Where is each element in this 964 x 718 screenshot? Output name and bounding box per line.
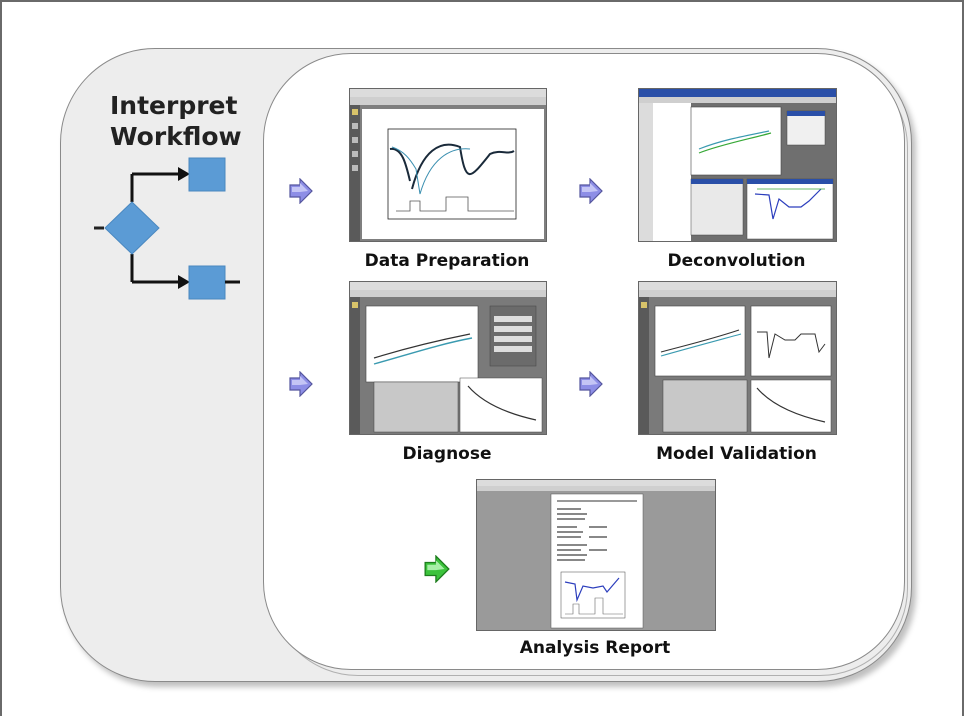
step-label-diagnose: Diagnose (402, 444, 492, 464)
workflow-title-line1: Interpret (110, 91, 238, 120)
right-arrow-icon (579, 371, 603, 397)
workflow-title-line2: Workflow (110, 122, 242, 151)
step-label-analysis-report: Analysis Report (519, 638, 671, 658)
flowchart-diagram-icon (94, 157, 240, 300)
right-arrow-icon (289, 371, 313, 397)
right-arrow-icon (579, 178, 603, 204)
step-label-deconvolution: Deconvolution (667, 251, 806, 271)
data-preparation-screenshot (349, 88, 547, 242)
analysis-report-screenshot (476, 479, 716, 631)
step-label-model-validation: Model Validation (656, 444, 817, 464)
right-arrow-icon (289, 178, 313, 204)
model-validation-screenshot (638, 281, 837, 435)
step-label-data-preparation: Data Preparation (364, 251, 530, 271)
workflow-title: Interpret Workflow (110, 90, 242, 152)
diagnose-screenshot (349, 281, 547, 435)
right-arrow-icon (424, 555, 450, 583)
deconvolution-screenshot (638, 88, 837, 242)
